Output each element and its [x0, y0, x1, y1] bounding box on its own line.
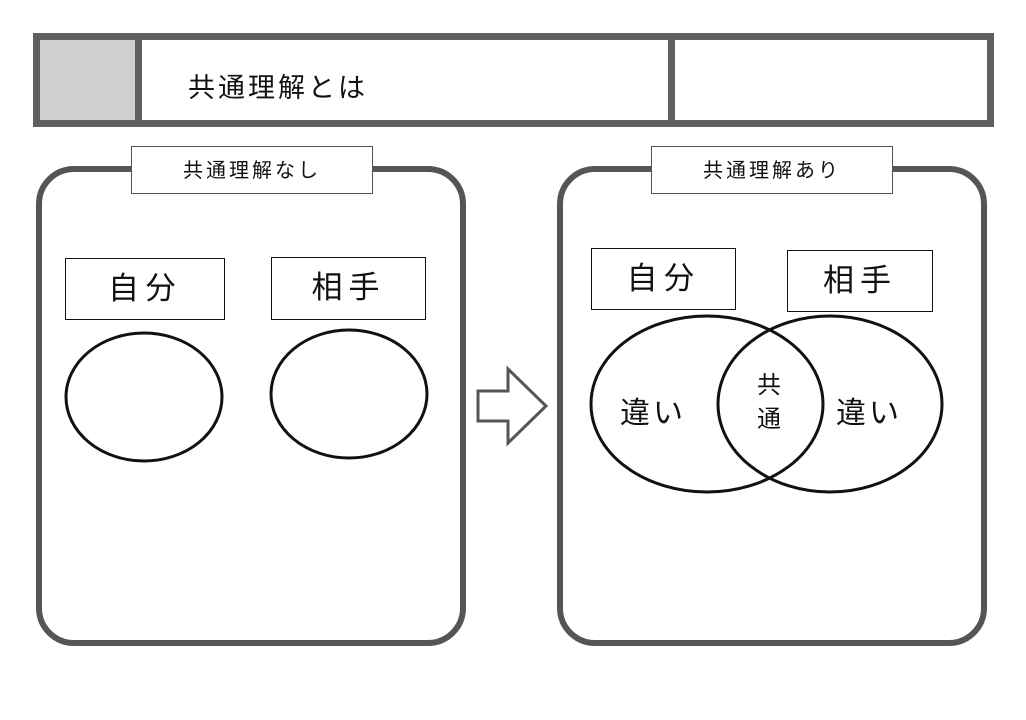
panel-with-understanding — [557, 166, 987, 646]
panel-without-understanding — [36, 166, 466, 646]
right-self-circle — [589, 314, 825, 494]
panel-label-with: 共通理解あり — [651, 146, 893, 194]
common-label: 共通 — [757, 371, 781, 433]
page-title: 共通理解とは — [188, 73, 368, 104]
header-bar: 共通理解とは — [33, 33, 994, 127]
header-gray-block — [40, 40, 142, 120]
right-self-box: 自分 — [591, 248, 736, 310]
right-other-circle — [716, 314, 944, 494]
self-difference-label: 違い — [620, 396, 686, 431]
other-difference-label: 違い — [836, 396, 902, 431]
left-other-circle — [269, 328, 429, 460]
left-other-box: 相手 — [271, 257, 426, 320]
right-arrow-icon — [476, 365, 549, 447]
right-other-box: 相手 — [787, 250, 933, 312]
panel-label-without: 共通理解なし — [131, 146, 373, 194]
left-self-box: 自分 — [65, 258, 225, 320]
header-divider — [668, 40, 675, 120]
left-self-circle — [64, 331, 224, 463]
